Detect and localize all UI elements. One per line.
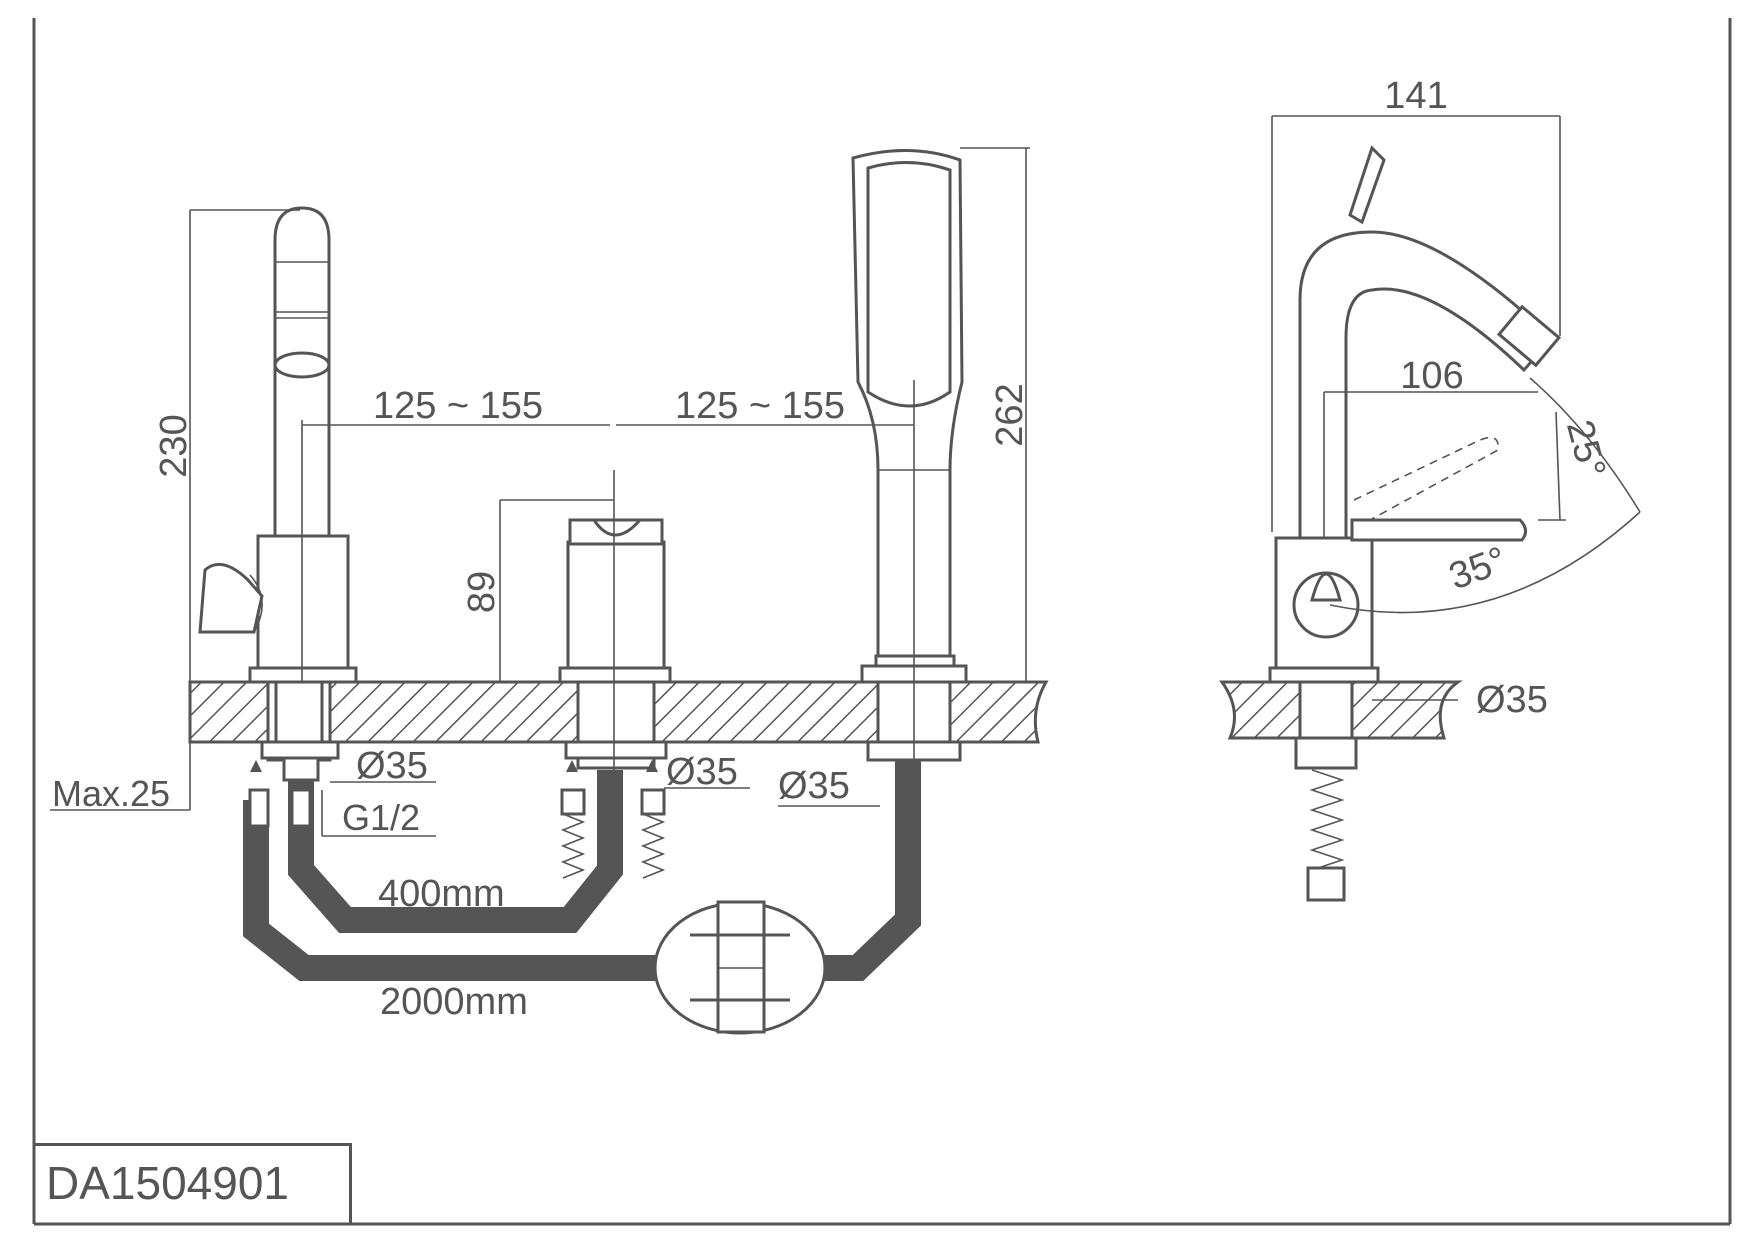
spout-height-label: 230 [153, 414, 195, 477]
drawing-frame [32, 18, 1732, 1226]
side-reach-label: 106 [1400, 355, 1463, 397]
model-code-box: DA1504901 [34, 1143, 352, 1223]
spout-faucet [198, 206, 358, 782]
hoses [243, 760, 921, 981]
spacing-right-label: 125 ~ 155 [675, 385, 845, 427]
dia-middle-label: Ø35 [666, 751, 738, 793]
hose-weight [653, 900, 827, 1035]
dia-right-label: Ø35 [778, 765, 850, 807]
spacing-left-label: 125 ~ 155 [373, 385, 543, 427]
mixer-height-label: 89 [461, 571, 503, 613]
angle-up-label: 25° [1558, 416, 1613, 482]
thread-label: G1/2 [342, 797, 420, 838]
angle-down-label: 35° [1444, 539, 1512, 598]
max-deck-label: Max.25 [52, 773, 170, 814]
front-dimensions [50, 147, 1030, 837]
dimension-labels: 230 125 ~ 155 125 ~ 155 89 262 Max.25 Ø3… [52, 75, 1613, 1023]
hose-long-label: 2000mm [380, 981, 528, 1023]
side-dimensions [1271, 115, 1641, 701]
dia-left-label: Ø35 [356, 745, 428, 787]
side-view-faucet [1268, 145, 1562, 902]
mixer-valve [558, 470, 672, 770]
side-width-label: 141 [1384, 75, 1447, 117]
hand-shower [851, 148, 968, 762]
model-code: DA1504901 [46, 1157, 289, 1209]
hose-short-label: 400mm [378, 873, 505, 915]
handshower-height-label: 262 [989, 383, 1031, 446]
dia-side-label: Ø35 [1476, 679, 1548, 721]
